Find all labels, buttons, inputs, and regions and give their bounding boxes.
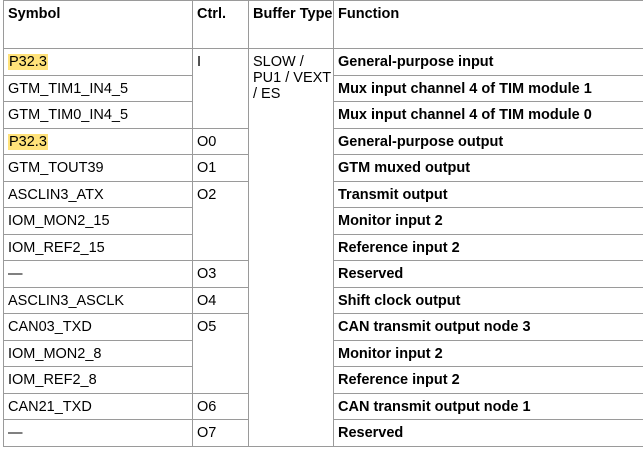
table-row: IOM_REF2_15 Reference input 2 (3, 233, 643, 261)
ctrl-cell: O0 (192, 127, 249, 155)
function-cell: Reserved (333, 260, 643, 288)
table-row: IOM_REF2_8 Reference input 2 (3, 366, 643, 394)
table-row: IOM_MON2_15 Monitor input 2 (3, 207, 643, 235)
ctrl-cell: O6 (192, 392, 249, 420)
ctrl-cell: O5 (192, 313, 249, 394)
underlined-symbol: GTM_TIM0_IN4_5 (8, 107, 129, 123)
function-cell: Mux input channel 4 of TIM module 1 (333, 74, 643, 102)
table-row: CAN03_TXD O5 CAN transmit output node 3 (3, 313, 643, 394)
symbol-cell: ASCLIN3_ATX (3, 180, 193, 208)
symbol-cell: IOM_REF2_8 (3, 366, 193, 394)
header-function: Function (333, 0, 643, 49)
function-cell: Shift clock output (333, 286, 643, 314)
highlighted-symbol: P32.3 (8, 133, 48, 150)
ctrl-cell: I (192, 48, 249, 129)
table-row: GTM_TIM1_IN4_5 Mux input channel 4 of TI… (3, 74, 643, 102)
buffer-type-cell: SLOW / PU1 / VEXT / ES (248, 48, 334, 447)
symbol-cell: — (3, 260, 193, 288)
function-cell: Reference input 2 (333, 366, 643, 394)
symbol-cell: P32.3 (3, 48, 193, 76)
symbol-cell: ASCLIN3_ASCLK (3, 286, 193, 314)
symbol-cell: GTM_TOUT39 (3, 154, 193, 182)
ctrl-cell: O2 (192, 180, 249, 261)
symbol-cell: P32.3 (3, 127, 193, 155)
function-cell: GTM muxed output (333, 154, 643, 182)
function-cell: General-purpose output (333, 127, 643, 155)
header-row: Symbol Ctrl. Buffer Type Function (3, 0, 643, 49)
highlighted-symbol: P32.3 (8, 54, 48, 70)
symbol-cell: CAN21_TXD (3, 392, 193, 420)
pin-function-table: Symbol Ctrl. Buffer Type Function P32.3 … (3, 0, 643, 447)
ctrl-cell: O1 (192, 154, 249, 182)
function-cell: General-purpose input (333, 48, 643, 76)
symbol-cell: — (3, 419, 193, 447)
table-row: P32.3 I SLOW / PU1 / VEXT / ES General-p… (3, 48, 643, 447)
symbol-cell: GTM_TIM0_IN4_5 (3, 101, 193, 129)
function-cell: CAN transmit output node 3 (333, 313, 643, 341)
symbol-cell: GTM_TIM1_IN4_5 (3, 74, 193, 102)
table-row: CAN21_TXD O6 CAN transmit output node 1 (3, 392, 643, 420)
header-buffer-type: Buffer Type (248, 0, 334, 49)
function-cell: Reserved (333, 419, 643, 447)
table-row: P32.3 O0 General-purpose output (3, 127, 643, 155)
symbol-cell: CAN03_TXD (3, 313, 193, 341)
function-cell: CAN transmit output node 1 (333, 392, 643, 420)
header-ctrl: Ctrl. (192, 0, 249, 49)
ctrl-cell: O7 (192, 419, 249, 447)
ctrl-cell: O4 (192, 286, 249, 314)
function-cell: Mux input channel 4 of TIM module 0 (333, 101, 643, 129)
symbol-cell: IOM_MON2_8 (3, 339, 193, 367)
table-row: — O7 Reserved (3, 419, 643, 447)
table-row: IOM_MON2_8 Monitor input 2 (3, 339, 643, 367)
table-row: ASCLIN3_ATX O2 Transmit output (3, 180, 643, 261)
symbol-cell: IOM_MON2_15 (3, 207, 193, 235)
table-row: — O3 Reserved (3, 260, 643, 288)
function-cell: Monitor input 2 (333, 339, 643, 367)
symbol-cell: IOM_REF2_15 (3, 233, 193, 261)
function-cell: Transmit output (333, 180, 643, 208)
function-cell: Reference input 2 (333, 233, 643, 261)
table-row: GTM_TOUT39 O1 GTM muxed output (3, 154, 643, 182)
function-cell: Monitor input 2 (333, 207, 643, 235)
underlined-symbol: GTM_TOUT39 (8, 160, 104, 176)
header-symbol: Symbol (3, 0, 193, 49)
ctrl-cell: O3 (192, 260, 249, 288)
